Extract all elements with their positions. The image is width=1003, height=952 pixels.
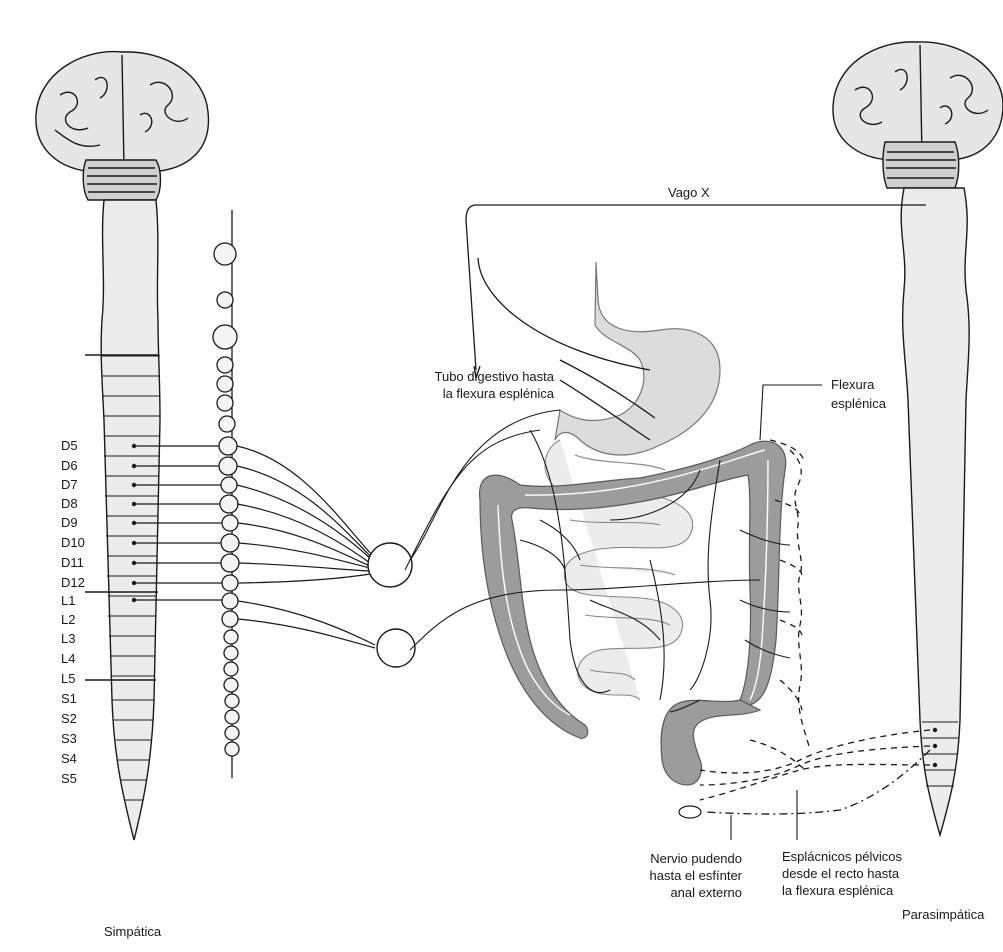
sympathetic-chain [213, 210, 239, 778]
pelvic-splanchnic-label-line3: la flexura esplénica [782, 883, 893, 899]
vagus-label: Vago X [668, 185, 710, 201]
segment-label: S2 [61, 711, 77, 727]
left-spinal-cord [85, 200, 160, 840]
segment-label: S1 [61, 691, 77, 707]
segment-label: D10 [61, 535, 85, 551]
pudendal-nerve-label-line2: hasta el esfínter [620, 868, 742, 884]
segment-label: D5 [61, 438, 78, 454]
pudendal-nerve-label-line3: anal externo [620, 885, 742, 901]
splenic-flexure-label-line2: esplénica [831, 396, 886, 412]
pelvic-splanchnic-nerves [700, 440, 930, 814]
pelvic-splanchnic-label-line1: Esplácnicos pélvicos [782, 849, 902, 865]
right-spinal-cord [901, 188, 969, 835]
segment-label: L5 [61, 671, 75, 687]
segment-label: L4 [61, 651, 75, 667]
segment-label: D6 [61, 458, 78, 474]
pelvic-splanchnic-label-line2: desde el recto hasta [782, 866, 899, 882]
digestive-tube-label-line1: Tubo digestivo hasta [410, 369, 554, 385]
right-brain [833, 42, 1003, 188]
segment-label: L3 [61, 631, 75, 647]
segment-label: D8 [61, 496, 78, 512]
segment-label: D9 [61, 515, 78, 531]
left-brain [36, 52, 209, 200]
digestive-tube-label-line2: la flexura esplénica [410, 386, 554, 402]
splenic-flexure-label-line1: Flexura [831, 377, 874, 393]
splanchnic-nerves [237, 446, 375, 648]
anus [679, 806, 701, 818]
parasympathetic-label: Parasimpática [902, 907, 984, 923]
segment-label: L1 [61, 593, 75, 609]
segment-label: D11 [61, 555, 84, 571]
segment-label: S4 [61, 751, 77, 767]
segment-label: L2 [61, 612, 75, 628]
pudendal-nerve-label-line1: Nervio pudendo [620, 851, 742, 867]
stomach [555, 262, 720, 455]
sympathetic-label: Simpática [104, 924, 161, 940]
segment-label: D12 [61, 575, 85, 591]
segment-label: S5 [61, 771, 77, 787]
segment-label: D7 [61, 477, 78, 493]
segment-label: S3 [61, 731, 77, 747]
prevertebral-ganglia [368, 543, 415, 667]
